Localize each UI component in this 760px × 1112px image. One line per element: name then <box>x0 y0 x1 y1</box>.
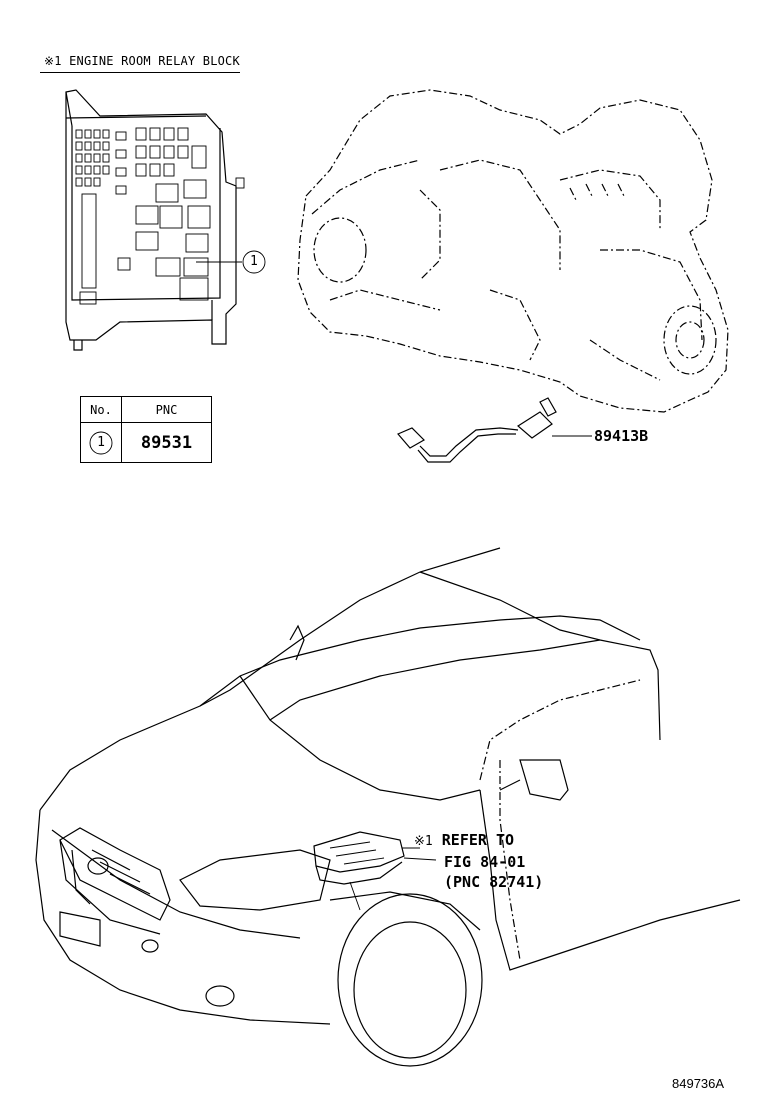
refer-note-text-3: (PNC 82741) <box>444 873 544 891</box>
reference-mark-symbol: ※1 <box>44 54 62 68</box>
relay-block-note-underline <box>40 72 240 73</box>
pnc-table-index-cell: 1 <box>80 422 122 463</box>
pnc-table-index: 1 <box>97 435 105 450</box>
pnc-table-header-pnc: PNC <box>121 396 212 423</box>
speed-sensor-drawing <box>397 397 592 463</box>
relay-callout-number: 1 <box>249 254 259 269</box>
relay-block-label: ENGINE ROOM RELAY BLOCK <box>69 54 240 68</box>
sensor-part-number: 89413B <box>594 427 649 445</box>
refer-note-symbol: ※1 <box>414 834 433 849</box>
refer-note: ※1 REFER TO FIG 84-01 (PNC 82741) <box>414 830 543 892</box>
figure-id: 849736A <box>672 1076 725 1091</box>
refer-note-text-2: FIG 84-01 <box>444 853 526 871</box>
refer-note-line-1: ※1 REFER TO <box>414 830 543 852</box>
vehicle-relay-block-drawing <box>313 831 437 911</box>
refer-note-text-1: REFER TO <box>441 831 515 849</box>
engine-room-relay-block-drawing <box>65 89 245 351</box>
relay-block-note: ※1 ENGINE ROOM RELAY BLOCK <box>44 54 240 68</box>
pnc-table-header-no: No. <box>80 396 122 423</box>
vehicle-drawing <box>35 547 741 1067</box>
relay-callout-circle <box>242 250 266 274</box>
pnc-table: No. PNC 1 89531 <box>80 396 212 463</box>
transmission-assembly-drawing <box>297 89 729 413</box>
pnc-table-code: 89531 <box>121 422 212 463</box>
